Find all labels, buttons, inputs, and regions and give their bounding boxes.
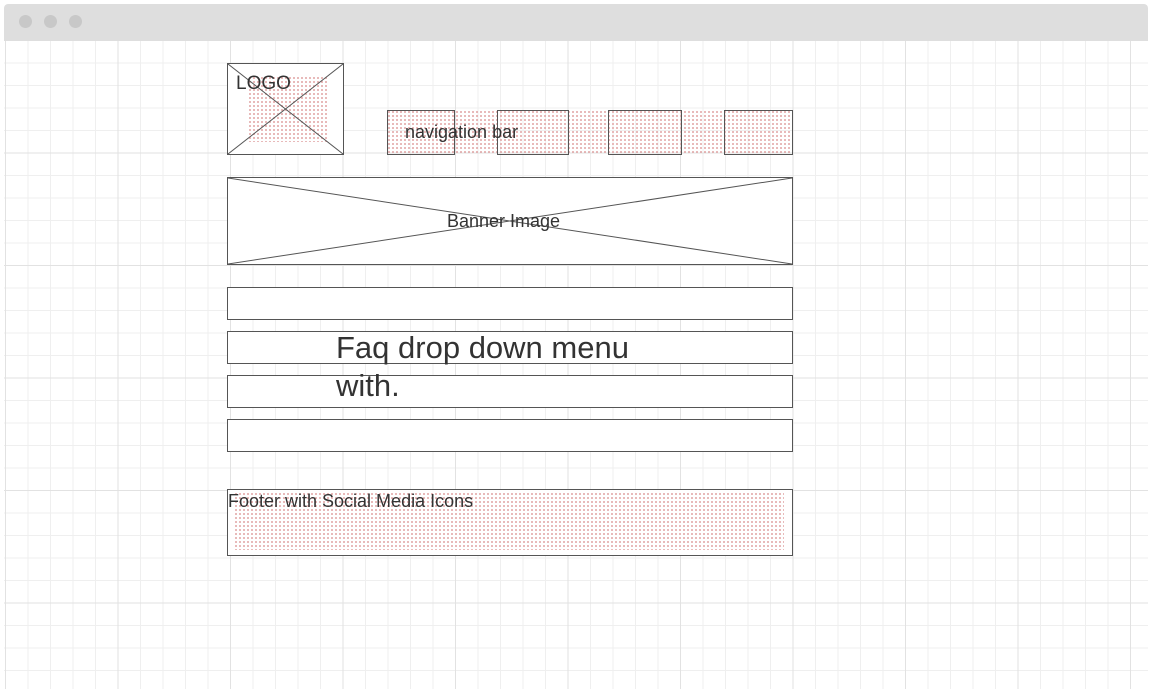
nav-item-2[interactable] — [497, 110, 569, 155]
faq-row-3[interactable] — [227, 375, 793, 408]
window-titlebar — [4, 4, 1148, 41]
nav-label: navigation bar — [405, 122, 519, 142]
faq-label-line2: with. — [336, 368, 400, 403]
banner-cross-icon — [228, 178, 792, 264]
wireframe-canvas[interactable]: LOGO navigation bar Banner Image Faq dro… — [4, 41, 1148, 689]
faq-label-line1: Faq drop down menu — [336, 330, 629, 365]
footer-placeholder[interactable]: Footer with Social Media Icons — [227, 489, 793, 556]
faq-row-4[interactable] — [227, 419, 793, 452]
window-maximize-button[interactable] — [69, 15, 82, 28]
app-window: LOGO navigation bar Banner Image Faq dro… — [4, 4, 1148, 689]
banner-label: Banner Image — [447, 211, 561, 231]
logo-cross-icon — [228, 64, 343, 154]
footer-label: Footer with Social Media Icons — [228, 491, 474, 511]
logo-placeholder[interactable]: LOGO — [227, 63, 344, 155]
faq-row-1[interactable] — [227, 287, 793, 320]
window-minimize-button[interactable] — [44, 15, 57, 28]
window-close-button[interactable] — [19, 15, 32, 28]
banner-image-placeholder[interactable]: Banner Image — [227, 177, 793, 265]
faq-row-2[interactable] — [227, 331, 793, 364]
nav-item-1[interactable] — [387, 110, 455, 155]
nav-item-3[interactable] — [608, 110, 682, 155]
footer-fill-pattern — [234, 492, 784, 550]
nav-item-4[interactable] — [724, 110, 793, 155]
logo-fill-pattern — [248, 76, 328, 142]
logo-label: LOGO — [236, 73, 291, 94]
